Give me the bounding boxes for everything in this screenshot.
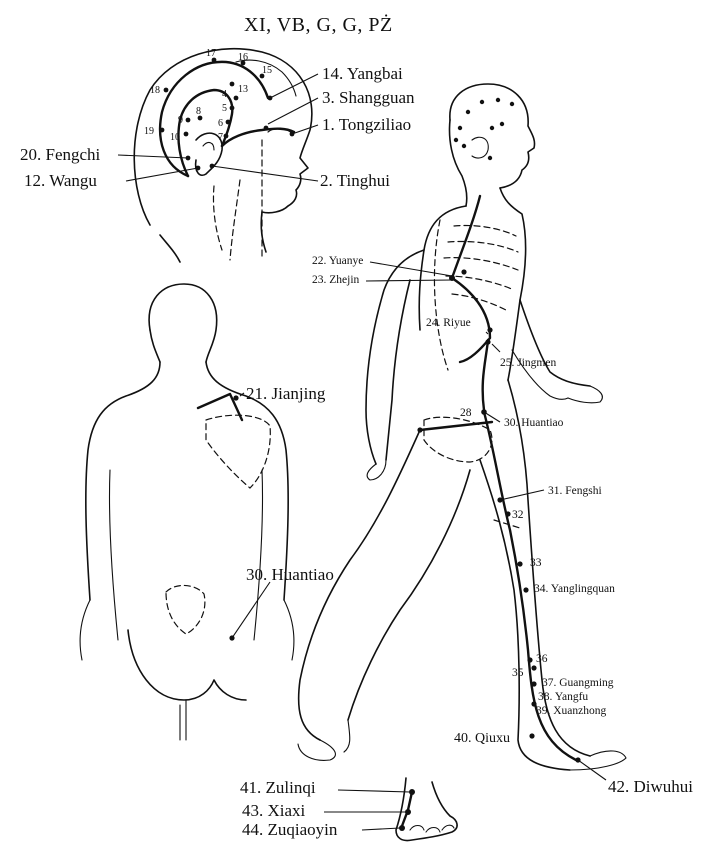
walker-head-points [454,98,514,160]
label-qiuxu: 40. Qiuxu [454,731,510,746]
head-num-18: 18 [150,85,160,96]
label-fengshi: 31. Fengshi [548,485,602,497]
head-num-15: 15 [262,65,272,76]
label-tinghui: 2. Tinghui [320,171,390,190]
head-num-19: 19 [144,126,154,137]
label-zhejin: 23. Zhejin [312,274,360,286]
chart-title: XI, VB, G, G, PŻ [244,13,393,36]
label-diwuhui: 42. Diwuhui [608,777,693,796]
label-jianjing: 21. Jianjing [246,384,326,403]
label-yanglingquan: 34. Yanglingquan [534,583,615,595]
label-32: 32 [512,509,524,521]
head-num-9: 9 [178,115,183,126]
label-tongziliao: 1. Tongziliao [322,115,411,134]
label-wangu: 12. Wangu [24,171,97,190]
head-num-7: 7 [218,132,223,143]
head-num-16: 16 [238,52,248,63]
foot-figure: 41. Zulinqi 43. Xiaxi 44. Zuqiaoyin [240,778,457,841]
back-view-figure: 21. Jianjing 30. Huantiao [80,284,334,740]
label-yangfu: 38. Yangfu [538,691,588,703]
label-back-huantiao: 30. Huantiao [246,565,334,584]
label-35: 35 [512,667,524,679]
label-guangming: 37. Guangming [542,677,614,689]
label-28: 28 [460,407,472,419]
head-profile-figure: 17 16 15 18 4 13 5 9 8 6 10 7 19 14. Yan… [20,48,415,262]
label-yuanye: 22. Yuanye [312,255,363,267]
label-side-huantiao: 30. Huantiao [504,417,564,429]
label-zuqiaoyin: 44. Zuqiaoyin [242,820,338,839]
head-num-6: 6 [218,118,223,129]
label-xuanzhong: 39. Xuanzhong [536,705,607,717]
head-num-8: 8 [196,106,201,117]
label-fengchi: 20. Fengchi [20,145,101,164]
walking-figure: 22. Yuanye 23. Zhejin 24. Riyue 25. Jing… [298,84,693,796]
label-zulinqi: 41. Zulinqi [240,778,316,797]
label-shangguan: 3. Shangguan [322,88,415,107]
label-xiaxi: 43. Xiaxi [242,801,306,820]
label-yangbai: 14. Yangbai [322,64,403,83]
label-36: 36 [536,653,548,665]
label-33: 33 [530,557,542,569]
head-num-17: 17 [206,48,216,59]
head-num-10: 10 [170,132,180,143]
head-num-13: 13 [238,84,248,95]
label-jingmen: 25. Jingmen [500,357,556,369]
label-riyue: 24. Riyue [426,317,471,329]
head-num-5: 5 [222,103,227,114]
head-num-4: 4 [222,89,227,100]
